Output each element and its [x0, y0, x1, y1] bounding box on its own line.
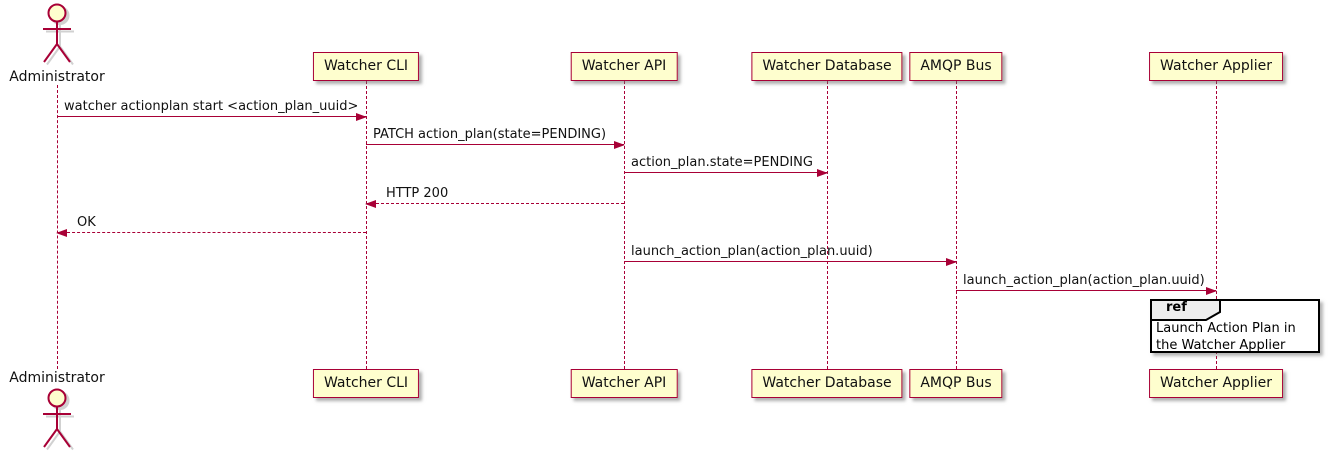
- arrowhead-right-icon: [356, 113, 367, 121]
- message-label: launch_action_plan(action_plan.uuid): [631, 244, 873, 259]
- lifeline-watcher-api: [624, 81, 625, 369]
- arrowhead-left-icon: [365, 200, 376, 208]
- message-label: watcher actionplan start <action_plan_uu…: [64, 99, 359, 114]
- ref-tag-label: ref: [1166, 300, 1187, 315]
- arrowhead-right-icon: [817, 169, 828, 177]
- message-label: action_plan.state=PENDING: [631, 155, 813, 170]
- ref-fragment: ref Launch Action Plan in the Watcher Ap…: [1150, 299, 1320, 353]
- message-line: [956, 290, 1216, 291]
- message-launch-action-plan-amqp: launch_action_plan(action_plan.uuid): [624, 244, 957, 266]
- message-ok: OK: [56, 215, 366, 237]
- arrowhead-left-icon: [56, 229, 67, 237]
- message-label: OK: [77, 215, 96, 230]
- participant-watcher-api-bottom: Watcher API: [570, 369, 678, 398]
- actor-name-bottom: Administrator: [9, 370, 105, 386]
- participant-watcher-api-top: Watcher API: [570, 52, 678, 81]
- lifeline-watcher-database: [827, 81, 828, 369]
- message-line: [57, 232, 366, 233]
- participant-watcher-database-bottom: Watcher Database: [751, 369, 903, 398]
- message-launch-action-plan-applier: launch_action_plan(action_plan.uuid): [956, 273, 1217, 295]
- actor-icon: [37, 3, 79, 71]
- arrowhead-right-icon: [946, 258, 957, 266]
- message-patch-action-plan: PATCH action_plan(state=PENDING): [366, 127, 625, 149]
- arrowhead-right-icon: [1206, 287, 1217, 295]
- lifeline-amqp-bus: [956, 81, 957, 369]
- participant-watcher-database-top: Watcher Database: [751, 52, 903, 81]
- participant-amqp-bus-top: AMQP Bus: [909, 52, 1003, 81]
- message-http-200: HTTP 200: [365, 186, 624, 208]
- message-label: HTTP 200: [386, 186, 449, 201]
- participant-amqp-bus-bottom: AMQP Bus: [909, 369, 1003, 398]
- ref-text: Launch Action Plan in the Watcher Applie…: [1156, 321, 1296, 353]
- lifeline-watcher-cli: [366, 81, 367, 369]
- participant-watcher-applier-bottom: Watcher Applier: [1149, 369, 1283, 398]
- arrowhead-right-icon: [614, 141, 625, 149]
- lifeline-watcher-applier: [1216, 81, 1217, 369]
- message-action-plan-state: action_plan.state=PENDING: [624, 155, 828, 177]
- message-line: [366, 203, 624, 204]
- participant-watcher-cli-top: Watcher CLI: [312, 52, 420, 81]
- message-line: [366, 144, 624, 145]
- message-line: [57, 116, 366, 117]
- participant-watcher-applier-top: Watcher Applier: [1149, 52, 1283, 81]
- message-label: PATCH action_plan(state=PENDING): [373, 127, 607, 142]
- ref-header: ref: [1150, 299, 1222, 321]
- message-label: launch_action_plan(action_plan.uuid): [963, 273, 1205, 288]
- message-actionplan-start: watcher actionplan start <action_plan_uu…: [57, 99, 367, 121]
- message-line: [624, 261, 956, 262]
- actor-name-top: Administrator: [9, 69, 105, 85]
- participant-watcher-cli-bottom: Watcher CLI: [312, 369, 420, 398]
- lifeline-administrator: [57, 85, 58, 369]
- actor-icon: [37, 388, 79, 456]
- message-line: [624, 172, 827, 173]
